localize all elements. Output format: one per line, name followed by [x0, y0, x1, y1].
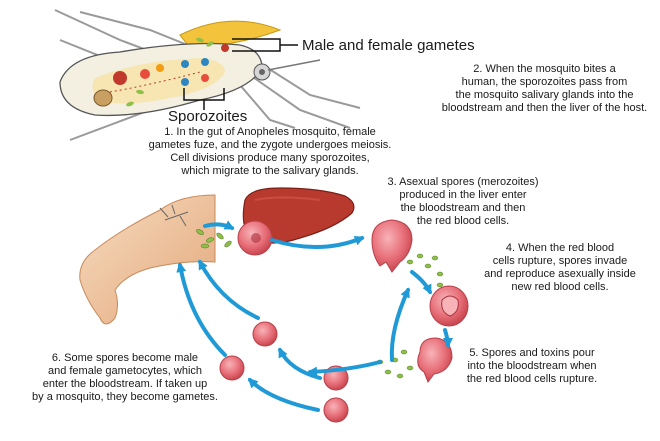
gametocyte-cells [219, 321, 349, 423]
sporozoites-bracket [183, 88, 225, 110]
gametes-bracket [232, 38, 298, 52]
gamete-cell [181, 78, 189, 86]
liver-cell-nucleus [251, 233, 261, 243]
cycle-arrows [176, 220, 453, 412]
zygote [113, 71, 127, 85]
mosquito-gut [92, 58, 225, 104]
arrow-arm-to-liver [203, 220, 235, 230]
released-spores [376, 349, 414, 379]
invading-spores [436, 282, 444, 288]
arrow-to-gametocytes [307, 360, 382, 377]
gamete-cell [181, 60, 189, 68]
ruptured-liver-cell [371, 219, 413, 273]
biting-mosquito [159, 204, 189, 227]
parasite-ring [441, 295, 459, 317]
arrow-liver-to-rbc [270, 235, 365, 249]
gamete-cell [221, 44, 229, 52]
sporozoite-cluster [126, 37, 214, 107]
oocyst [93, 89, 113, 107]
ookinete [140, 69, 150, 79]
mosquito [54, 9, 361, 141]
sporozoites-in-blood [196, 229, 232, 249]
arrow-cycle-back [389, 287, 410, 362]
human-arm [79, 194, 216, 325]
arrow-to-rupture [442, 328, 453, 348]
sporozoites-label: Sporozoites [168, 108, 248, 125]
step-3-text: 3. Asexual spores (merozoites)produced i… [387, 176, 539, 227]
merozoites [406, 253, 444, 277]
arrow-gametocyte-upper [278, 347, 322, 380]
arrow-gametocyte-lower [247, 377, 320, 412]
mosquito-eye [259, 69, 265, 75]
step-1-text: 1. In the gut of Anopheles mosquito, fem… [148, 126, 392, 177]
gamete-cell [201, 58, 209, 66]
arrow-to-infected [410, 270, 432, 295]
ruptured-red-blood-cell [417, 337, 453, 384]
arrow-to-mosquito [176, 262, 227, 357]
gametes-label: Male and female gametes [302, 37, 475, 54]
mosquito-proboscis [267, 59, 321, 71]
arrow-to-arm [198, 259, 260, 320]
gamete-cell [156, 64, 164, 72]
gamete-cell [201, 74, 209, 82]
